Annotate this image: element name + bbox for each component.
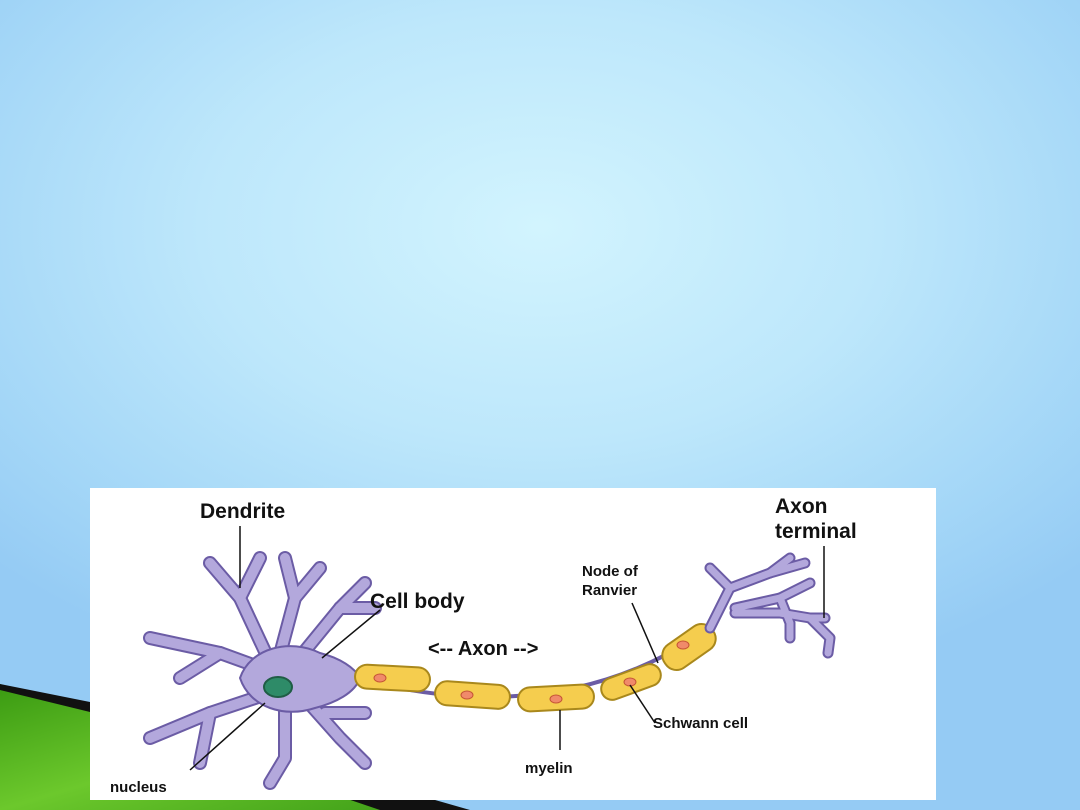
myelin-segment xyxy=(354,663,431,693)
myelin-sheath xyxy=(354,623,717,713)
schwann-nucleus xyxy=(549,694,563,704)
nucleus-leader xyxy=(189,702,266,771)
node-of-ranvier-label-line1: Node of xyxy=(582,563,639,580)
schwann-nucleus xyxy=(623,677,637,687)
nucleus-label: nucleus xyxy=(110,779,167,796)
axon-label: <-- Axon --> xyxy=(428,638,538,660)
cell-body-leader xyxy=(321,609,381,659)
axon-terminal-label-line1: Axon xyxy=(775,495,828,518)
schwann-cell-label: Schwann cell xyxy=(653,715,748,732)
schwann-nucleus xyxy=(460,690,474,700)
schwann-nucleus xyxy=(373,673,387,683)
neuron-diagram: Dendrite Axon terminal Cell body Node of… xyxy=(90,488,936,800)
axon-terminal-label-line2: terminal xyxy=(775,520,857,543)
cell-body-shape xyxy=(238,645,362,713)
myelin-label: myelin xyxy=(525,760,573,777)
schwann-cell-leader xyxy=(629,684,656,724)
node-of-ranvier-label-line2: Ranvier xyxy=(582,582,637,599)
neuron-illustration: Dendrite Axon terminal Cell body Node of… xyxy=(110,495,857,796)
schwann-nucleus xyxy=(676,640,690,650)
node-of-ranvier-leader xyxy=(631,602,659,664)
leader-lines xyxy=(189,526,825,771)
dendrite-label: Dendrite xyxy=(200,500,285,523)
cell-body-label: Cell body xyxy=(370,590,465,613)
nucleus-shape xyxy=(263,676,293,698)
